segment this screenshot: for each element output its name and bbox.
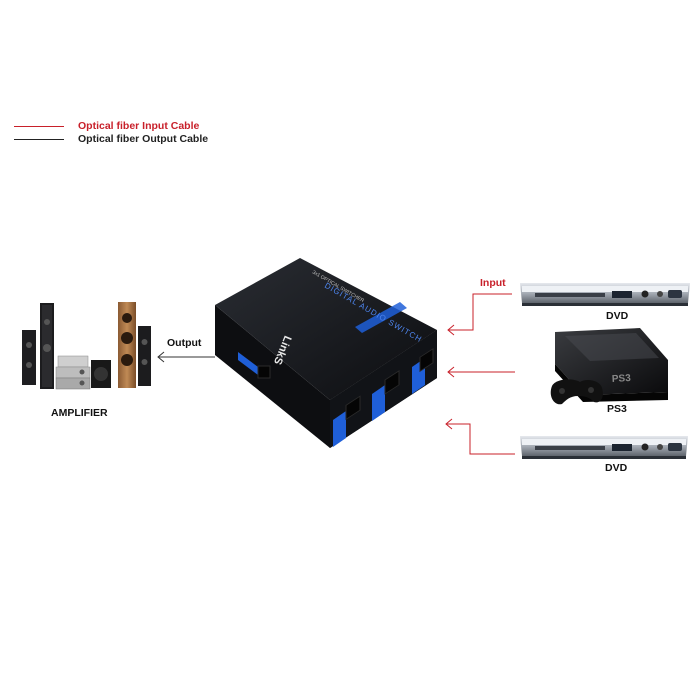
optical-port-out [258, 366, 270, 378]
gamepad-icon [551, 379, 603, 404]
amplifier-speaker-system-icon [22, 302, 151, 389]
amplifier-label: AMPLIFIER [51, 407, 108, 419]
input-cable-1 [448, 294, 512, 335]
dvd-player-icon [520, 436, 688, 459]
ps3-label: PS3 [607, 403, 627, 415]
dvd-bottom-label: DVD [605, 462, 627, 474]
dvd-top-label: DVD [606, 310, 628, 322]
input-cable-2 [448, 367, 515, 377]
output-cable [158, 352, 215, 362]
input-cable-3 [446, 419, 515, 454]
dvd-player-icon [520, 283, 690, 306]
input-label: Input [480, 277, 506, 289]
output-label: Output [167, 337, 201, 349]
svg-text:PS3: PS3 [612, 373, 632, 385]
